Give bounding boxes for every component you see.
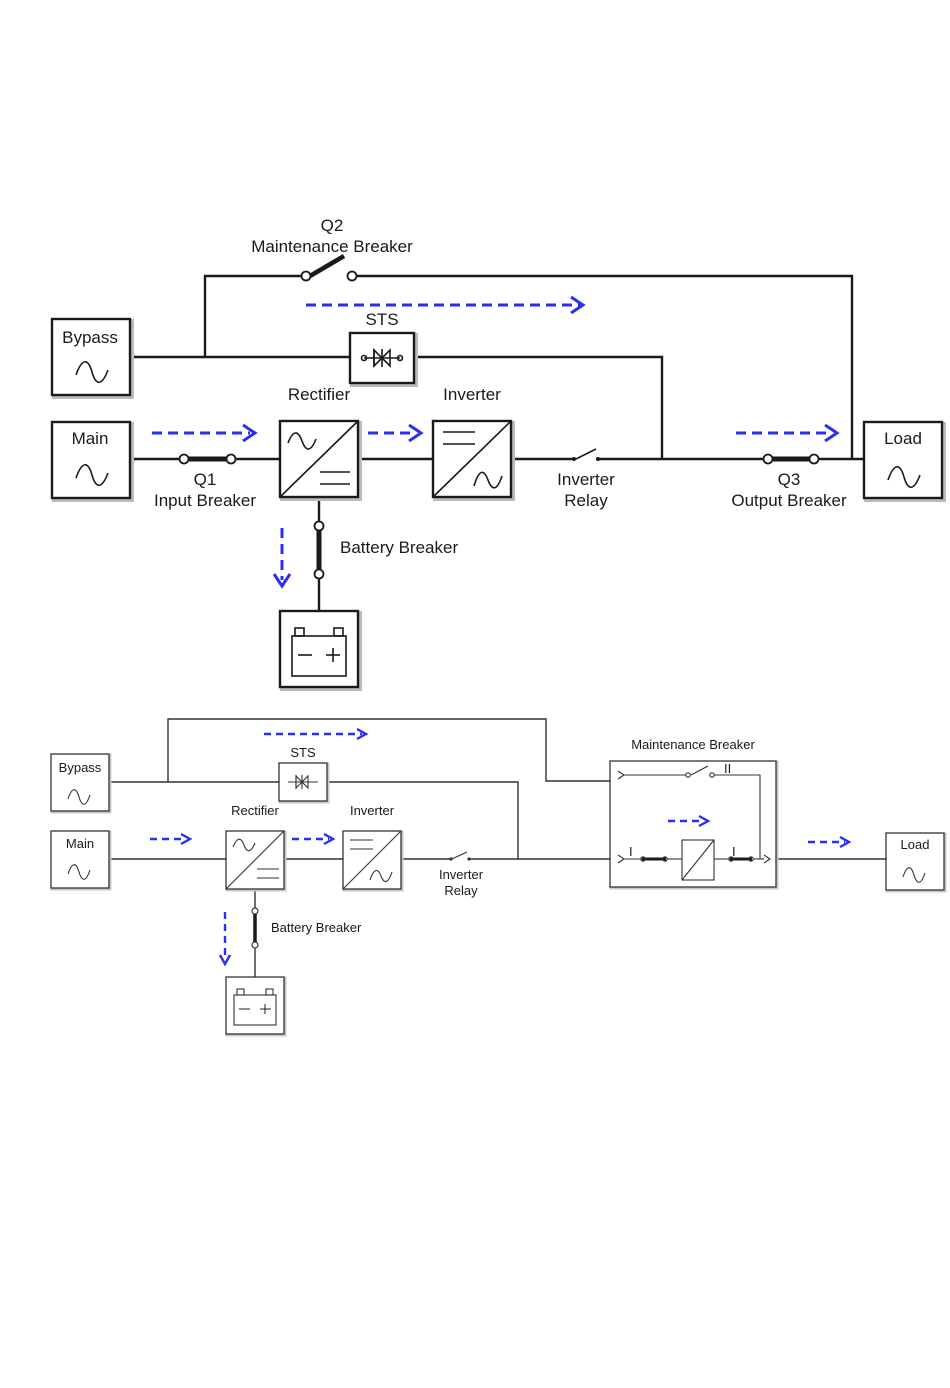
- flow-arrow-icon: [736, 425, 837, 441]
- flow-arrow-icon: [150, 834, 190, 844]
- inverter-relay-switch[interactable]: [572, 449, 600, 461]
- q3-node-left: [764, 455, 773, 464]
- inverter-relay-label-2-1: Inverter: [439, 867, 484, 882]
- switch-i-label: I: [629, 844, 633, 859]
- sts-label-2: STS: [290, 745, 316, 760]
- q2-node-right: [348, 272, 357, 281]
- load-label: Load: [884, 429, 922, 448]
- switch-ii-label: II: [724, 761, 731, 776]
- flow-arrow-icon: [808, 837, 849, 847]
- battery-breaker-label-2: Battery Breaker: [271, 920, 362, 935]
- maintenance-breaker-module[interactable]: II I I: [610, 761, 777, 888]
- inverter-block: [433, 421, 513, 499]
- q1-label: Q1: [194, 470, 217, 489]
- maintenance-breaker-label-2: Maintenance Breaker: [631, 737, 755, 752]
- inverter-relay-switch-2[interactable]: [449, 852, 470, 861]
- bypass-label: Bypass: [62, 328, 118, 347]
- q3-node-right: [810, 455, 819, 464]
- inverter-relay-label-2-2: Relay: [444, 883, 478, 898]
- battery-breaker-label: Battery Breaker: [340, 538, 458, 557]
- inverter-relay-label-2: Relay: [564, 491, 608, 510]
- main-label: Main: [72, 429, 109, 448]
- battery-breaker-2[interactable]: [252, 908, 258, 948]
- maintenance-breaker-label: Maintenance Breaker: [251, 237, 413, 256]
- q2-node-left: [302, 272, 311, 281]
- inverter-relay-label-1: Inverter: [557, 470, 615, 489]
- flow-arrow-icon: [264, 729, 366, 739]
- sts-block-2: [279, 763, 328, 802]
- rectifier-label-2: Rectifier: [231, 803, 279, 818]
- q1-input-breaker[interactable]: [180, 455, 236, 464]
- q3-label: Q3: [778, 470, 801, 489]
- diagram-2: Bypass Main STS: [51, 719, 945, 1035]
- q1-node-left: [180, 455, 189, 464]
- input-breaker-label: Input Breaker: [154, 491, 256, 510]
- rectifier-label: Rectifier: [288, 385, 351, 404]
- q2-blade: [310, 256, 344, 276]
- q2-label: Q2: [321, 216, 344, 235]
- flow-arrow-icon: [220, 912, 230, 964]
- relay-switch-icon: [576, 449, 596, 459]
- rectifier-block: [280, 421, 360, 499]
- battery-breaker[interactable]: [315, 522, 324, 579]
- inverter-label: Inverter: [443, 385, 501, 404]
- flow-arrow-icon: [152, 425, 255, 441]
- output-breaker-label: Output Breaker: [731, 491, 847, 510]
- relay-switch-icon: [452, 852, 467, 859]
- rectifier-block-2: [226, 831, 285, 890]
- q3-output-breaker[interactable]: [764, 455, 819, 464]
- switch-i2-label: I: [732, 844, 736, 859]
- sts-label: STS: [365, 310, 398, 329]
- inverter-block-2: [343, 831, 402, 890]
- sts-block: [350, 333, 416, 385]
- bypass-label-2: Bypass: [59, 760, 102, 775]
- inverter-label-2: Inverter: [350, 803, 395, 818]
- flow-arrow-icon: [368, 425, 421, 441]
- battery-block: [280, 611, 360, 689]
- maintenance-wire-left: [205, 276, 306, 357]
- battery-breaker-node-bottom: [315, 570, 324, 579]
- battery-breaker-node-top: [315, 522, 324, 531]
- flow-arrow-icon: [292, 834, 333, 844]
- q1-node-right: [227, 455, 236, 464]
- battery-block-2: [226, 977, 285, 1035]
- flow-arrow-icon: [274, 528, 290, 586]
- maintenance-wire-2: [168, 719, 610, 782]
- diagram-1: Q2 Maintenance Breaker STS Bypass: [52, 216, 944, 689]
- q2-maintenance-breaker[interactable]: [302, 256, 357, 281]
- main-label-2: Main: [66, 836, 94, 851]
- flow-arrow-icon: [306, 297, 583, 313]
- load-label-2: Load: [901, 837, 930, 852]
